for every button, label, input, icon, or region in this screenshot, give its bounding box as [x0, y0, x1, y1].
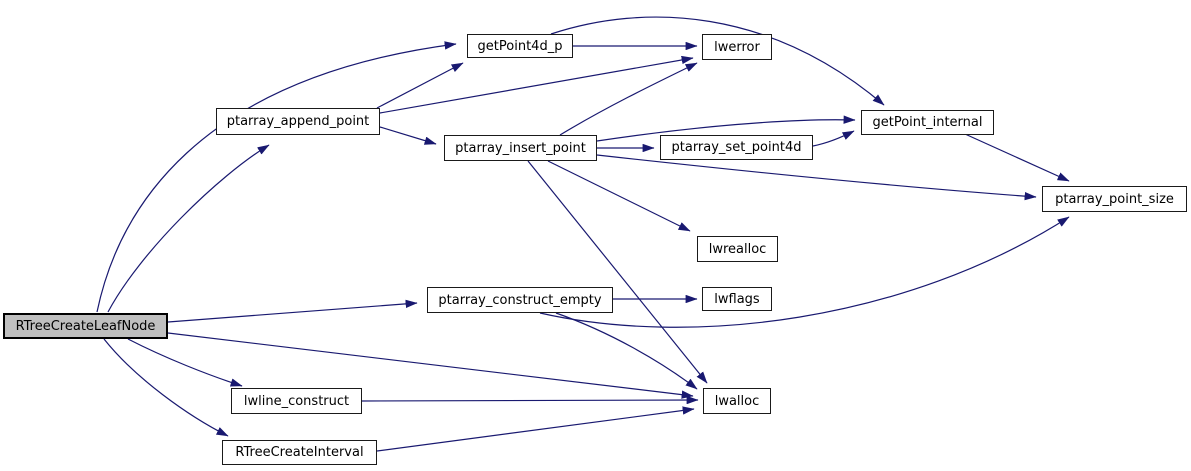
edge-lwline_construct-lwalloc: [361, 395, 699, 405]
edge-ptarray_construct_empty-ptarray_point_size: [539, 216, 1070, 328]
edge-RTreeCreateLeafNode-getPoint4d_p: [96, 41, 457, 313]
node-lwflags[interactable]: lwflags: [702, 287, 772, 311]
edge-RTreeCreateLeafNode-lwline_construct: [127, 338, 243, 387]
edge-RTreeCreateInterval-lwalloc: [376, 406, 695, 452]
node-lwerror[interactable]: lwerror: [702, 34, 772, 60]
node-ptarray_set_point4d[interactable]: ptarray_set_point4d: [660, 135, 813, 160]
edge-ptarray_append_point-ptarray_insert_point: [379, 126, 437, 145]
node-getPoint_internal[interactable]: getPoint_internal: [861, 110, 994, 135]
edge-ptarray_insert_point-ptarray_point_size: [596, 154, 1037, 201]
edge-RTreeCreateLeafNode-ptarray_construct_empty: [167, 299, 418, 323]
node-RTreeCreateLeafNode[interactable]: RTreeCreateLeafNode: [3, 313, 168, 339]
edge-RTreeCreateLeafNode-lwalloc: [167, 332, 694, 399]
node-ptarray_point_size[interactable]: ptarray_point_size: [1042, 186, 1187, 212]
node-getPoint4d_p[interactable]: getPoint4d_p: [467, 34, 573, 58]
node-ptarray_construct_empty[interactable]: ptarray_construct_empty: [427, 287, 613, 313]
edge-getPoint4d_p-getPoint_internal: [550, 16, 885, 106]
edge-ptarray_append_point-lwerror: [379, 55, 694, 114]
edge-RTreeCreateLeafNode-ptarray_append_point: [107, 144, 270, 313]
edge-ptarray_insert_point-lwerror: [559, 62, 698, 136]
edge-ptarray_insert_point-lwrealloc: [547, 160, 691, 232]
edge-ptarray_insert_point-lwalloc: [527, 160, 708, 384]
node-lwalloc[interactable]: lwalloc: [703, 388, 771, 414]
edge-RTreeCreateLeafNode-RTreeCreateInterval: [103, 338, 229, 437]
edge-ptarray_insert_point-getPoint_internal: [596, 115, 856, 142]
node-lwline_construct[interactable]: lwline_construct: [231, 388, 362, 414]
edge-getPoint_internal-ptarray_point_size: [964, 133, 1070, 182]
node-lwrealloc[interactable]: lwrealloc: [697, 236, 778, 262]
edge-ptarray_construct_empty-lwalloc: [555, 312, 698, 390]
node-ptarray_insert_point[interactable]: ptarray_insert_point: [444, 135, 597, 161]
edge-ptarray_set_point4d-getPoint_internal: [812, 130, 855, 147]
node-RTreeCreateInterval[interactable]: RTreeCreateInterval: [222, 440, 377, 465]
node-ptarray_append_point[interactable]: ptarray_append_point: [216, 108, 380, 135]
edge-ptarray_append_point-getPoint4d_p: [376, 62, 464, 109]
